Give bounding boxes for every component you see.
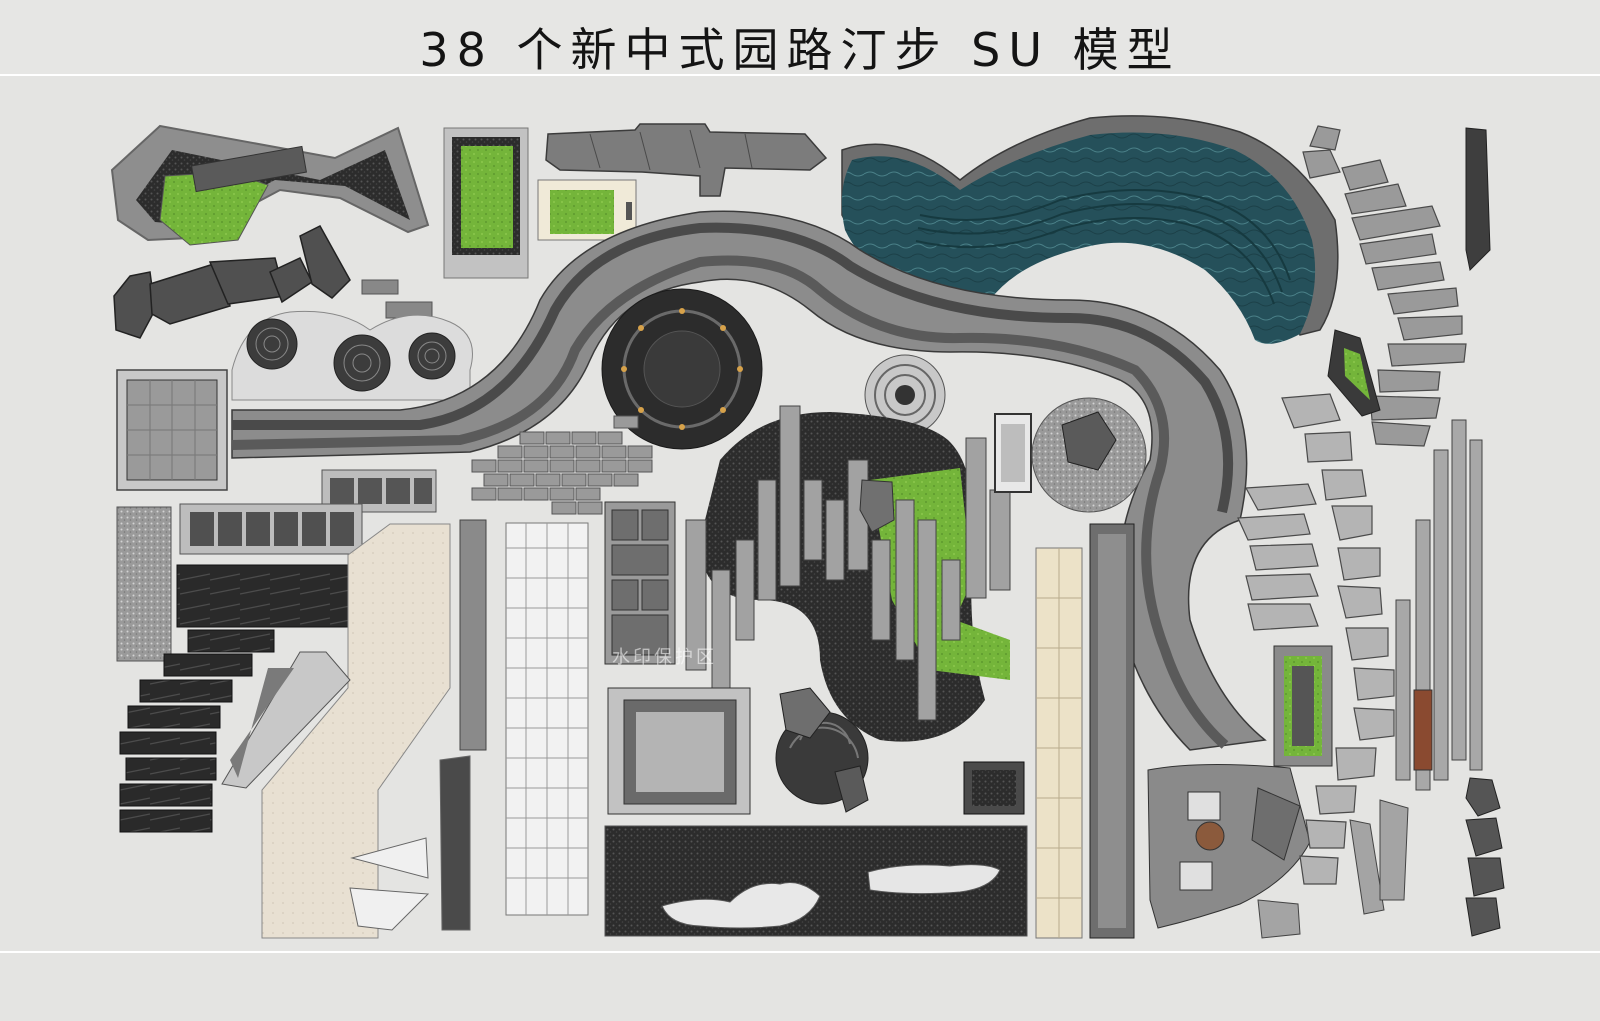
footer-divider: [0, 951, 1600, 953]
gravel-bed-with-rocks: [604, 825, 1028, 937]
framed-lawn-planter: [443, 127, 529, 279]
stepped-path: [221, 519, 487, 939]
rough-stone-strip: [545, 123, 828, 197]
square-framed-pad: [607, 687, 751, 815]
dark-block-strip: [179, 469, 437, 555]
watermark-text: 水印保护区: [612, 647, 717, 668]
grass-panel: [537, 179, 637, 241]
cream-column: [1035, 547, 1083, 939]
title-divider: [0, 74, 1600, 76]
page-title: 38 个新中式园路汀步 SU 模型: [419, 23, 1181, 77]
round-dark-plaza: [601, 288, 763, 450]
vertical-slab: [1465, 127, 1491, 272]
black-stepped-pavers: [119, 629, 275, 833]
rock-on-stepped-disc: [775, 687, 869, 813]
triangle-curved-stones: [1257, 799, 1409, 939]
dark-strip-column: [1089, 523, 1135, 939]
zigzag-lawn-path: [110, 124, 430, 246]
white-triangle-stones: [349, 755, 471, 931]
linear-stone-strips-garden: [685, 405, 1011, 742]
curved-band-path: [231, 210, 1267, 751]
staggered-bricks: [471, 415, 653, 515]
white-tile-column: [505, 522, 589, 916]
step-stones-arc: [1302, 125, 1467, 447]
black-marble-slab: [176, 564, 362, 628]
framed-linear-planter: [1273, 645, 1333, 767]
long-slabs-with-wood: [1395, 419, 1483, 791]
rock-disc: [1031, 397, 1147, 513]
tile-composition: [604, 501, 676, 665]
paver-grid: [116, 369, 228, 491]
stacked-rocks: [1465, 777, 1505, 937]
stone-stepping-trail: [1237, 393, 1395, 885]
circle-pads-path: [231, 310, 473, 401]
irregular-dark-stones: [113, 225, 351, 339]
spiral-circle: [864, 354, 946, 436]
gravel-square: [116, 506, 172, 662]
small-brick-pavers: [361, 279, 433, 319]
signage-panel: [994, 413, 1032, 493]
triangle-planter: [1327, 329, 1381, 417]
small-dark-square: [963, 761, 1025, 815]
title-bar: 38 个新中式园路汀步 SU 模型: [0, 0, 1600, 77]
seating-platform: [1147, 763, 1311, 929]
